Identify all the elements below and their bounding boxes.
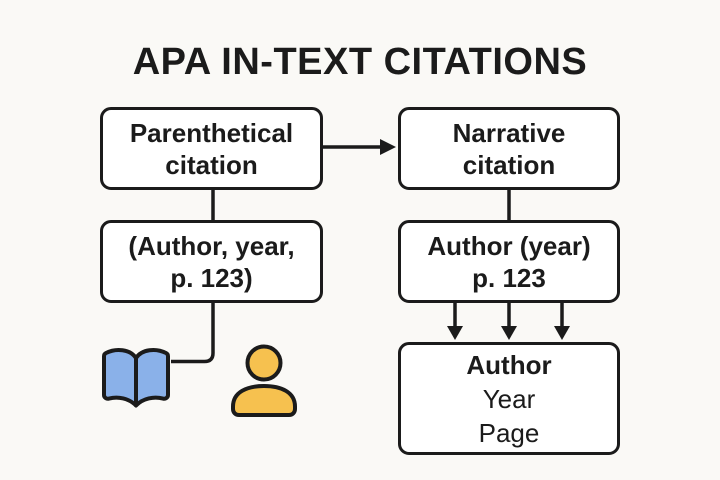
node-label-line: Parenthetical — [129, 117, 294, 148]
book-left-page — [102, 348, 138, 408]
person-body — [231, 384, 297, 417]
diagram-title: APA IN-TEXT CITATIONS — [132, 41, 588, 83]
person-icon — [231, 344, 297, 417]
node-label-line: citation — [165, 149, 258, 180]
down-arrowhead-3-icon — [554, 326, 570, 340]
node-label-line: Year — [482, 383, 536, 414]
right-arrowhead-icon — [380, 139, 396, 155]
node-narrative-example: Author (year) p. 123 — [398, 220, 620, 303]
node-label-line: citation — [462, 149, 556, 180]
node-label-line: p. 123) — [170, 262, 253, 293]
person-head — [245, 344, 283, 382]
node-parenthetical-citation: Parenthetical citation — [100, 107, 323, 190]
connector-example-to-book — [171, 301, 215, 364]
node-label-line: Author (year) — [427, 230, 591, 261]
down-arrowhead-2-icon — [501, 326, 517, 340]
down-arrowhead-1-icon — [447, 326, 463, 340]
node-label-line: Author — [466, 349, 552, 380]
node-label-line: Page — [478, 417, 540, 448]
node-narrative-citation: Narrative citation — [398, 107, 620, 190]
node-label-line: p. 123 — [472, 262, 546, 293]
node-citation-components: Author Year Page — [398, 342, 620, 455]
book-right-page — [134, 348, 170, 408]
open-book-icon — [102, 348, 170, 408]
node-label-line: Narrative — [452, 117, 566, 148]
node-parenthetical-example: (Author, year, p. 123) — [100, 220, 323, 303]
node-label-line: (Author, year, — [128, 230, 295, 261]
